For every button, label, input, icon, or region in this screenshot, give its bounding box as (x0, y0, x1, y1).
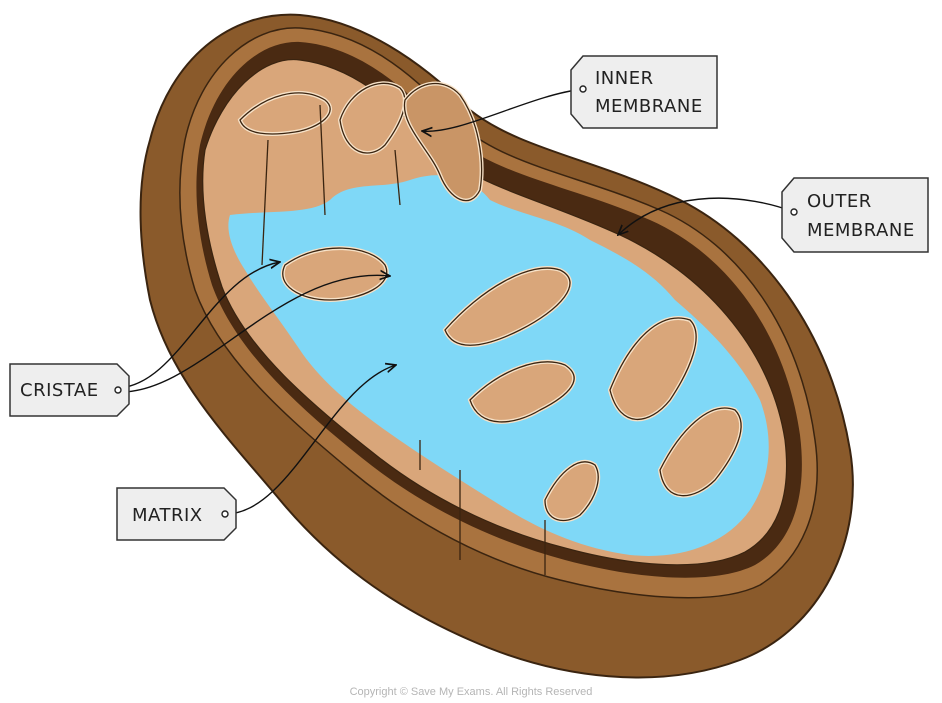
tag-pin-cristae (114, 386, 122, 394)
tag-pin-outer-membrane (790, 208, 798, 216)
outer-membrane-tag: OUTER MEMBRANE (618, 177, 929, 253)
label-outer-membrane-line1: OUTER (807, 191, 872, 212)
leader-line-cristae-2 (117, 275, 390, 393)
label-matrix: MATRIX (132, 505, 203, 526)
tag-box-cristae (9, 363, 130, 417)
tag-box-inner-membrane (570, 55, 718, 129)
leader-line-cristae-1 (117, 262, 280, 389)
leader-line-matrix (224, 365, 396, 515)
matrix-tag: MATRIX (116, 365, 396, 541)
tag-pin-inner-membrane (579, 85, 587, 93)
copyright-notice: Copyright © Save My Exams. All Rights Re… (350, 686, 593, 698)
inner-membrane-tag: INNER MEMBRANE (422, 55, 718, 131)
label-cristae: CRISTAE (20, 380, 99, 401)
tag-box-matrix (116, 487, 237, 541)
leader-line-inner-membrane (422, 88, 584, 131)
label-inner-membrane-line1: INNER (595, 68, 654, 89)
label-outer-membrane-line2: MEMBRANE (807, 220, 915, 241)
cristae-tag: CRISTAE (9, 262, 390, 417)
tag-pin-matrix (221, 510, 229, 518)
tag-box-outer-membrane (781, 177, 929, 253)
leader-line-outer-membrane (618, 197, 795, 235)
label-inner-membrane-line2: MEMBRANE (595, 96, 703, 117)
cristae-folds (237, 81, 744, 575)
